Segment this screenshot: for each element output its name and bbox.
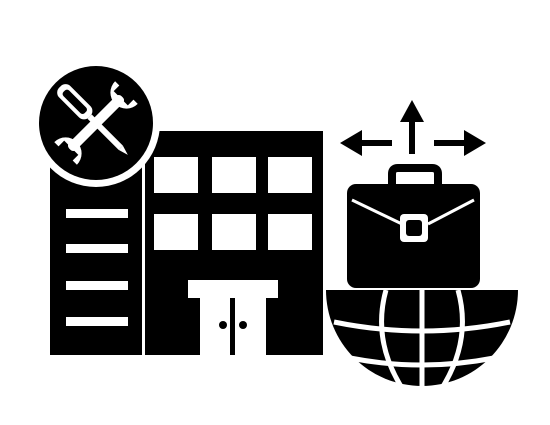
building-entrance — [188, 280, 278, 355]
building-windows — [154, 157, 312, 250]
door-handle-right — [239, 321, 247, 329]
direction-arrows-icon — [340, 100, 486, 156]
building-left-tower-stripes — [66, 209, 128, 326]
arrow-left-icon — [340, 130, 392, 156]
office-building-icon — [50, 131, 323, 355]
arrow-right-icon — [434, 130, 486, 156]
globe-icon — [326, 289, 518, 392]
tools-icon — [32, 59, 160, 187]
door-handle-left — [219, 321, 227, 329]
globe-grid-lines — [333, 289, 511, 392]
arrow-up-icon — [400, 100, 424, 154]
briefcase-icon — [347, 164, 480, 288]
screwdriver-icon — [57, 84, 128, 155]
